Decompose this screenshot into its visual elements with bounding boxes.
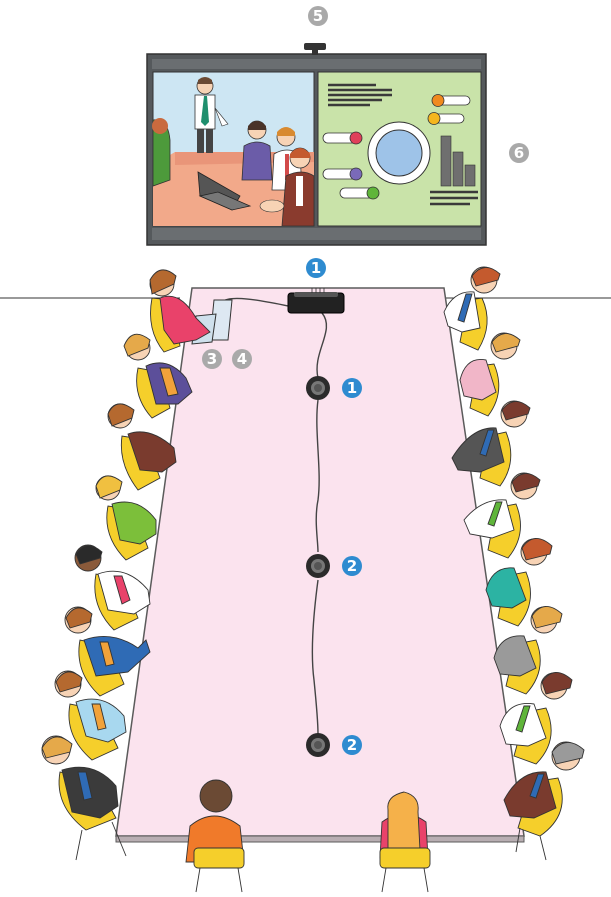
- callout-camera-badge: 5: [308, 6, 328, 26]
- expansion-microphone-icon: [306, 733, 330, 757]
- display-monitor: [147, 43, 486, 245]
- expansion-microphone-icon: [306, 376, 330, 400]
- svg-text:1: 1: [311, 259, 321, 277]
- svg-text:1: 1: [347, 379, 357, 397]
- svg-text:4: 4: [237, 350, 247, 368]
- attendee: [42, 736, 126, 860]
- expansion-microphone-icon: [306, 554, 330, 578]
- screen-video-panel: [152, 72, 314, 226]
- callout-mic-third-badge: 2: [342, 735, 362, 755]
- attendee: [444, 267, 500, 350]
- svg-text:2: 2: [347, 557, 357, 575]
- svg-text:2: 2: [347, 736, 357, 754]
- attendee: [96, 476, 156, 560]
- callout-mic-first-badge: 1: [342, 378, 362, 398]
- screen-presentation-panel: [318, 72, 481, 226]
- webcam-icon: [304, 43, 326, 55]
- svg-text:6: 6: [514, 144, 524, 162]
- callout-laptop-badge-b: 4: [232, 349, 252, 369]
- callout-laptop-badge-a: 3: [202, 349, 222, 369]
- svg-text:3: 3: [207, 350, 217, 368]
- callout-mic-second-badge: 2: [342, 556, 362, 576]
- callout-screen-badge: 6: [509, 143, 529, 163]
- svg-text:5: 5: [313, 7, 323, 25]
- callout-hub-badge: 1: [306, 258, 326, 278]
